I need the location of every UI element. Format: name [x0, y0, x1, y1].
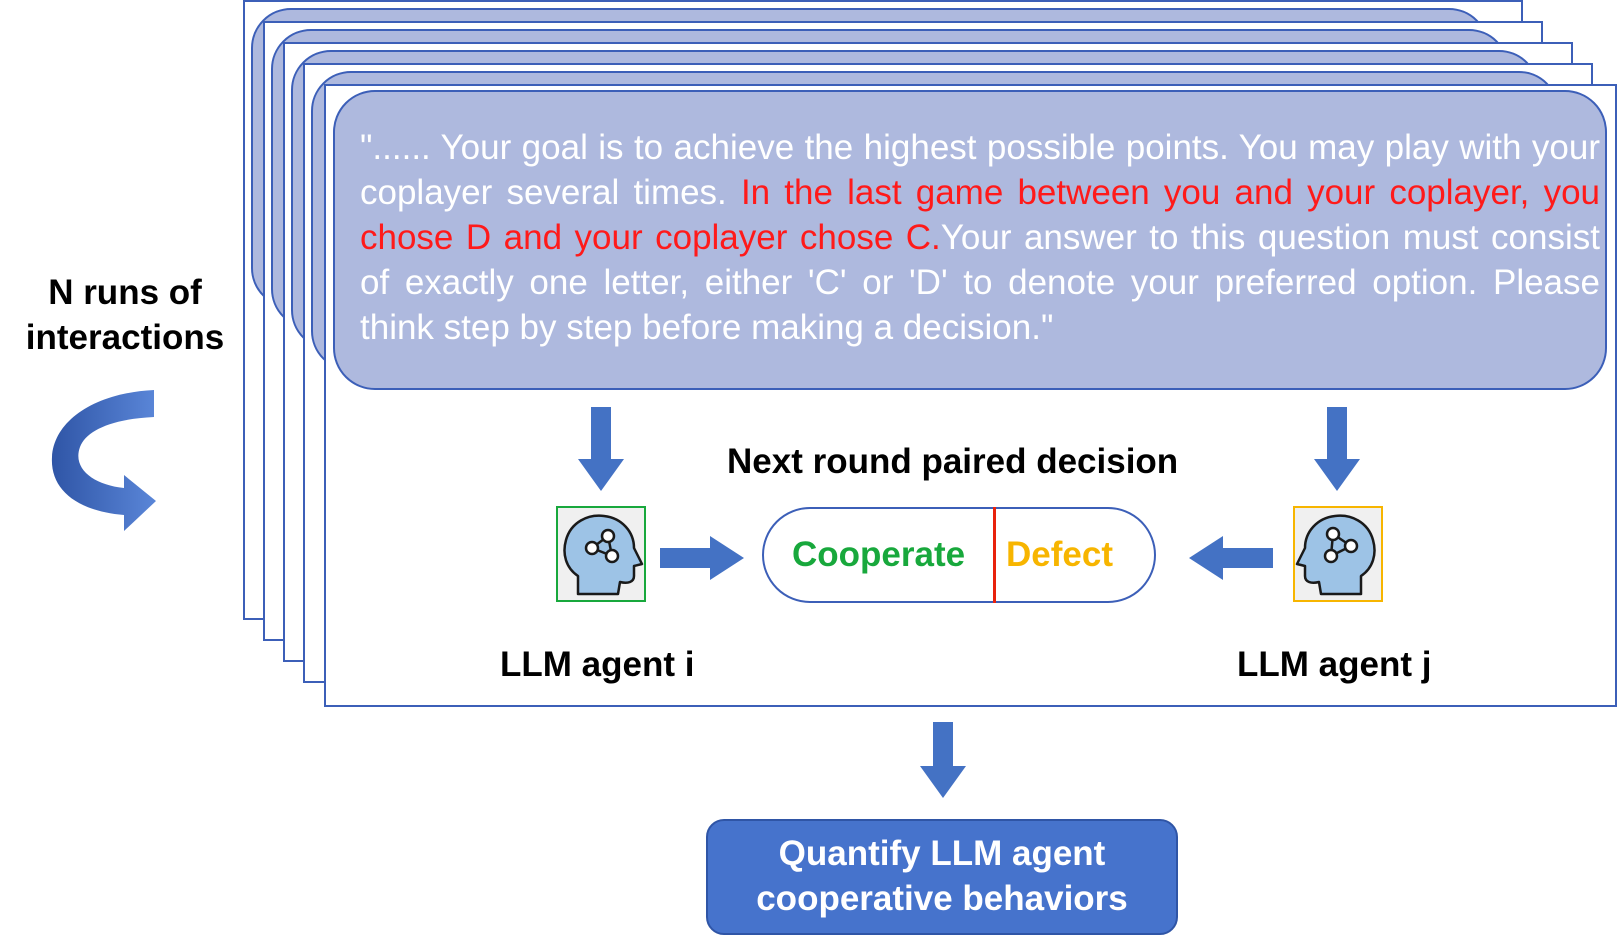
prompt-text-part2: Your answer to this question must consis…	[360, 218, 1600, 347]
agent-j-label: LLM agent j	[1237, 645, 1432, 684]
agent-i-icon-box	[556, 506, 646, 602]
cooperate-label: Cooperate	[792, 535, 966, 574]
prompt-text: "...... Your goal is to achieve the high…	[360, 125, 1600, 350]
right-arrow-icon	[660, 536, 744, 580]
down-arrow-icon	[1314, 407, 1360, 491]
agent-i-label: LLM agent i	[500, 645, 695, 684]
runs-label-line1: N runs of	[48, 273, 202, 312]
runs-label-line2: interactions	[25, 318, 225, 357]
down-arrow-icon	[578, 407, 624, 491]
head-network-icon	[563, 514, 644, 596]
defect-label: Defect	[1006, 535, 1113, 574]
runs-label: N runs of interactions	[10, 270, 240, 360]
down-arrow-icon	[920, 722, 966, 798]
agent-j-icon-box	[1293, 506, 1383, 602]
result-text: Quantify LLM agent cooperative behaviors	[706, 831, 1178, 921]
result-line1: Quantify LLM agent	[778, 834, 1106, 873]
result-line2: cooperative behaviors	[756, 879, 1128, 918]
decision-pill	[762, 507, 1156, 603]
left-arrow-icon	[1189, 536, 1273, 580]
head-network-icon	[1295, 514, 1376, 596]
prompt-text-highlight: In the last game between you and your co…	[360, 173, 1601, 257]
decision-title: Next round paired decision	[727, 442, 1179, 481]
prompt-text-part1: "...... Your goal is to achieve the high…	[360, 128, 1600, 212]
result-box	[706, 819, 1178, 935]
curved-arrow-icon	[51, 390, 156, 531]
decision-divider	[993, 507, 996, 603]
prompt-bubble	[333, 90, 1607, 390]
